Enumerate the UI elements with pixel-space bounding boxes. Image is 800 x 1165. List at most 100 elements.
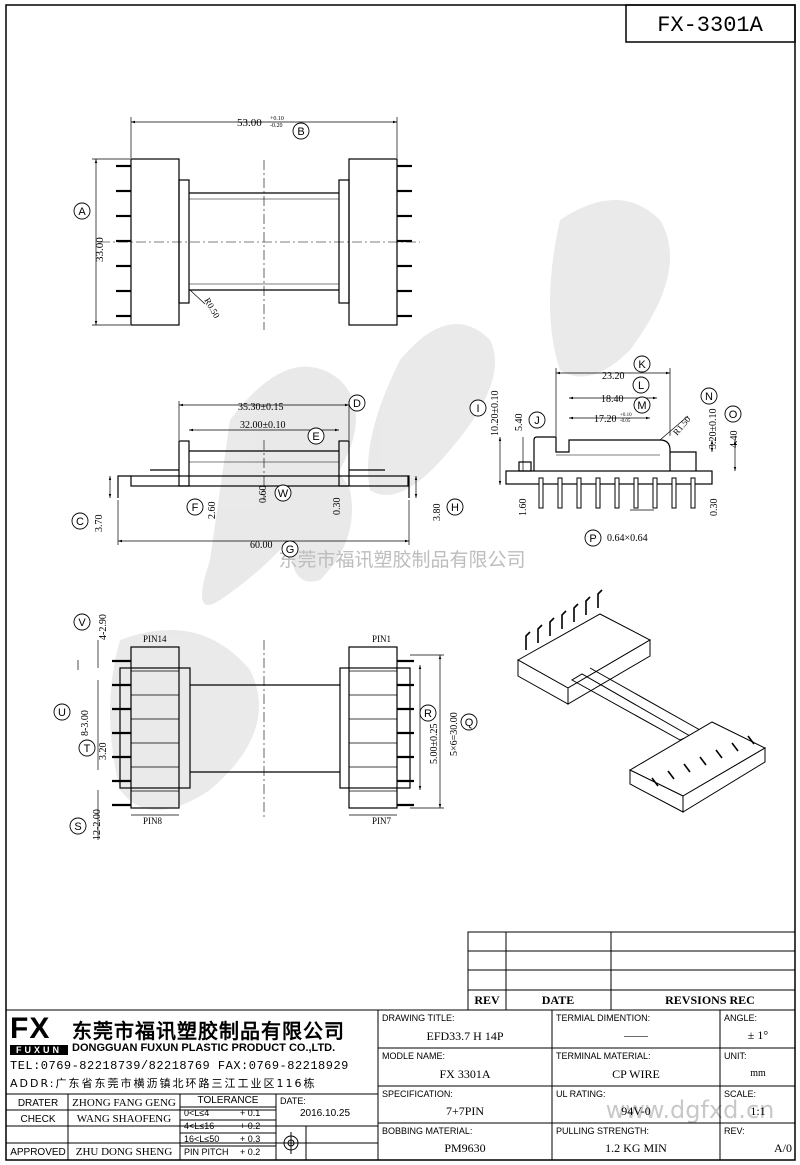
dim-W: 0.60: [258, 486, 269, 504]
iso-pin-bottom: [683, 763, 691, 773]
revision-table: [467, 931, 796, 1011]
check-name: WANG SHAOFENG: [76, 1113, 172, 1125]
top-left-pins: [116, 164, 131, 318]
balloon-k: [633, 355, 651, 373]
balloon-d: [348, 394, 366, 412]
end-pin: [557, 477, 563, 509]
dim-M-tol-lower: -0.05: [620, 419, 631, 424]
company-name-cn: 东莞市福讯塑胶制品有限公司: [72, 1019, 345, 1043]
part-number: FX-3301A: [657, 13, 763, 38]
end-pin: [576, 477, 582, 509]
balloon-k-label: K: [638, 359, 646, 371]
isometric-view: [516, 613, 767, 813]
dim-Q: 5×6=30.00: [449, 712, 460, 756]
check-label: CHECK: [20, 1114, 56, 1125]
balloon-l-label: L: [638, 380, 644, 392]
watermark-brush-logo: [110, 200, 670, 810]
iso-pin-top: [537, 624, 543, 643]
pin7-label: PIN7: [372, 816, 392, 826]
dim-D: 35.30±0.15: [238, 402, 284, 413]
dim-N: R1.50: [671, 414, 693, 437]
end-pin: [652, 477, 658, 509]
ul-value: 94V-0: [621, 1104, 651, 1118]
top-view: [100, 158, 420, 330]
balloon-b-label: B: [297, 126, 304, 138]
terminal-dim-value: ——: [624, 1028, 648, 1042]
balloon-r-label: R: [424, 708, 432, 720]
balloon-f: [186, 498, 204, 516]
dim-U: 8-3.00: [80, 710, 91, 736]
dim-G: 1.60: [518, 499, 529, 517]
date-col-header: DATE: [542, 993, 574, 1007]
dim-E: 32.00±0.10: [240, 420, 286, 431]
balloon-j: [528, 411, 546, 429]
side-view: [117, 440, 410, 500]
dim-R: R0.50: [202, 296, 222, 320]
balloon-b: [292, 122, 310, 140]
iso-pin-bottom: [651, 777, 659, 787]
terminal-dim-label: TERMIAL DIMENTION:: [556, 1013, 651, 1023]
bottom-view: [119, 640, 411, 820]
scale-label: SCALE:: [724, 1089, 757, 1099]
top-right-pins: [397, 164, 412, 318]
angle-label: ANGLE:: [724, 1013, 758, 1023]
tol2-value: + 0.2: [240, 1121, 261, 1131]
end-pin: [671, 477, 677, 509]
balloon-u-label: U: [58, 707, 66, 719]
balloon-g: [281, 540, 299, 558]
balloon-r: [419, 704, 437, 722]
dim-R-pitch: 5.00±0.25: [429, 724, 440, 765]
dim-T: 3.20: [98, 743, 109, 761]
rev-value: A/0: [774, 1141, 792, 1155]
dim-X: 0.30: [332, 498, 343, 516]
balloon-q: [460, 713, 478, 731]
balloon-v: [73, 613, 91, 631]
end-pin: [614, 477, 620, 509]
address: ADDR:广东省东莞市横沥镇北环路三江工业区116栋: [10, 1077, 317, 1090]
tolerance-label: TOLERANCE: [197, 1095, 259, 1106]
balloon-w-label: W: [278, 488, 289, 500]
tol3-range: 16<L≤50: [184, 1134, 220, 1144]
dim-H: 3.80: [432, 504, 443, 522]
title-block: [6, 1009, 795, 1160]
dim-B-tol-upper: +0.10: [270, 116, 284, 122]
rev-col-header: REV: [474, 993, 500, 1007]
iso-pin-bottom: [731, 742, 739, 752]
pull-label: PULLING STRENGTH:: [556, 1126, 650, 1136]
end-pin: [538, 477, 544, 509]
unit-label: UNIT:: [724, 1051, 747, 1061]
iso-pin-bottom: [699, 756, 707, 766]
dim-B: 53.00: [237, 117, 262, 129]
balloon-m: [633, 396, 651, 414]
angle-value: ± 1°: [747, 1028, 769, 1042]
balloon-w: [274, 484, 292, 502]
model-label: MODLE NAME:: [382, 1051, 446, 1061]
logo-mark: FX: [10, 1012, 51, 1045]
balloon-s-label: S: [74, 821, 81, 833]
pin14-label: PIN14: [143, 634, 167, 644]
dim-P: 0.64×0.64: [607, 533, 648, 544]
spec-label: SPECIFICATION:: [382, 1089, 453, 1099]
end-pin: [633, 477, 639, 509]
model-value: FX 3301A: [439, 1067, 491, 1081]
logo-sub: FUXUN: [10, 1045, 68, 1055]
bottom-view-pins: [112, 659, 414, 816]
balloon-o: [724, 405, 742, 423]
end-view: [505, 436, 713, 485]
balloon-q-label: Q: [465, 717, 474, 729]
balloon-e: [307, 427, 325, 445]
end-view-pins: [538, 477, 696, 509]
tel-fax: TEL:0769-82218739/82218769 FAX:0769-8221…: [10, 1059, 349, 1073]
spec-value: 7+7PIN: [445, 1104, 485, 1118]
dim-C: 60.00: [250, 540, 273, 551]
balloon-o-label: O: [729, 409, 738, 421]
balloon-f-label: F: [192, 502, 199, 514]
tol4-range: PIN PITCH: [184, 1147, 229, 1157]
balloon-e-label: E: [312, 431, 319, 443]
terminal-mat-value: CP WIRE: [612, 1067, 660, 1081]
dim-A: 33.00: [94, 237, 106, 262]
pin8-label: PIN8: [143, 816, 163, 826]
tol1-value: + 0.1: [240, 1108, 261, 1118]
approved-name: ZHU DONG SHENG: [75, 1146, 173, 1158]
rev-label: REV:: [724, 1126, 745, 1136]
